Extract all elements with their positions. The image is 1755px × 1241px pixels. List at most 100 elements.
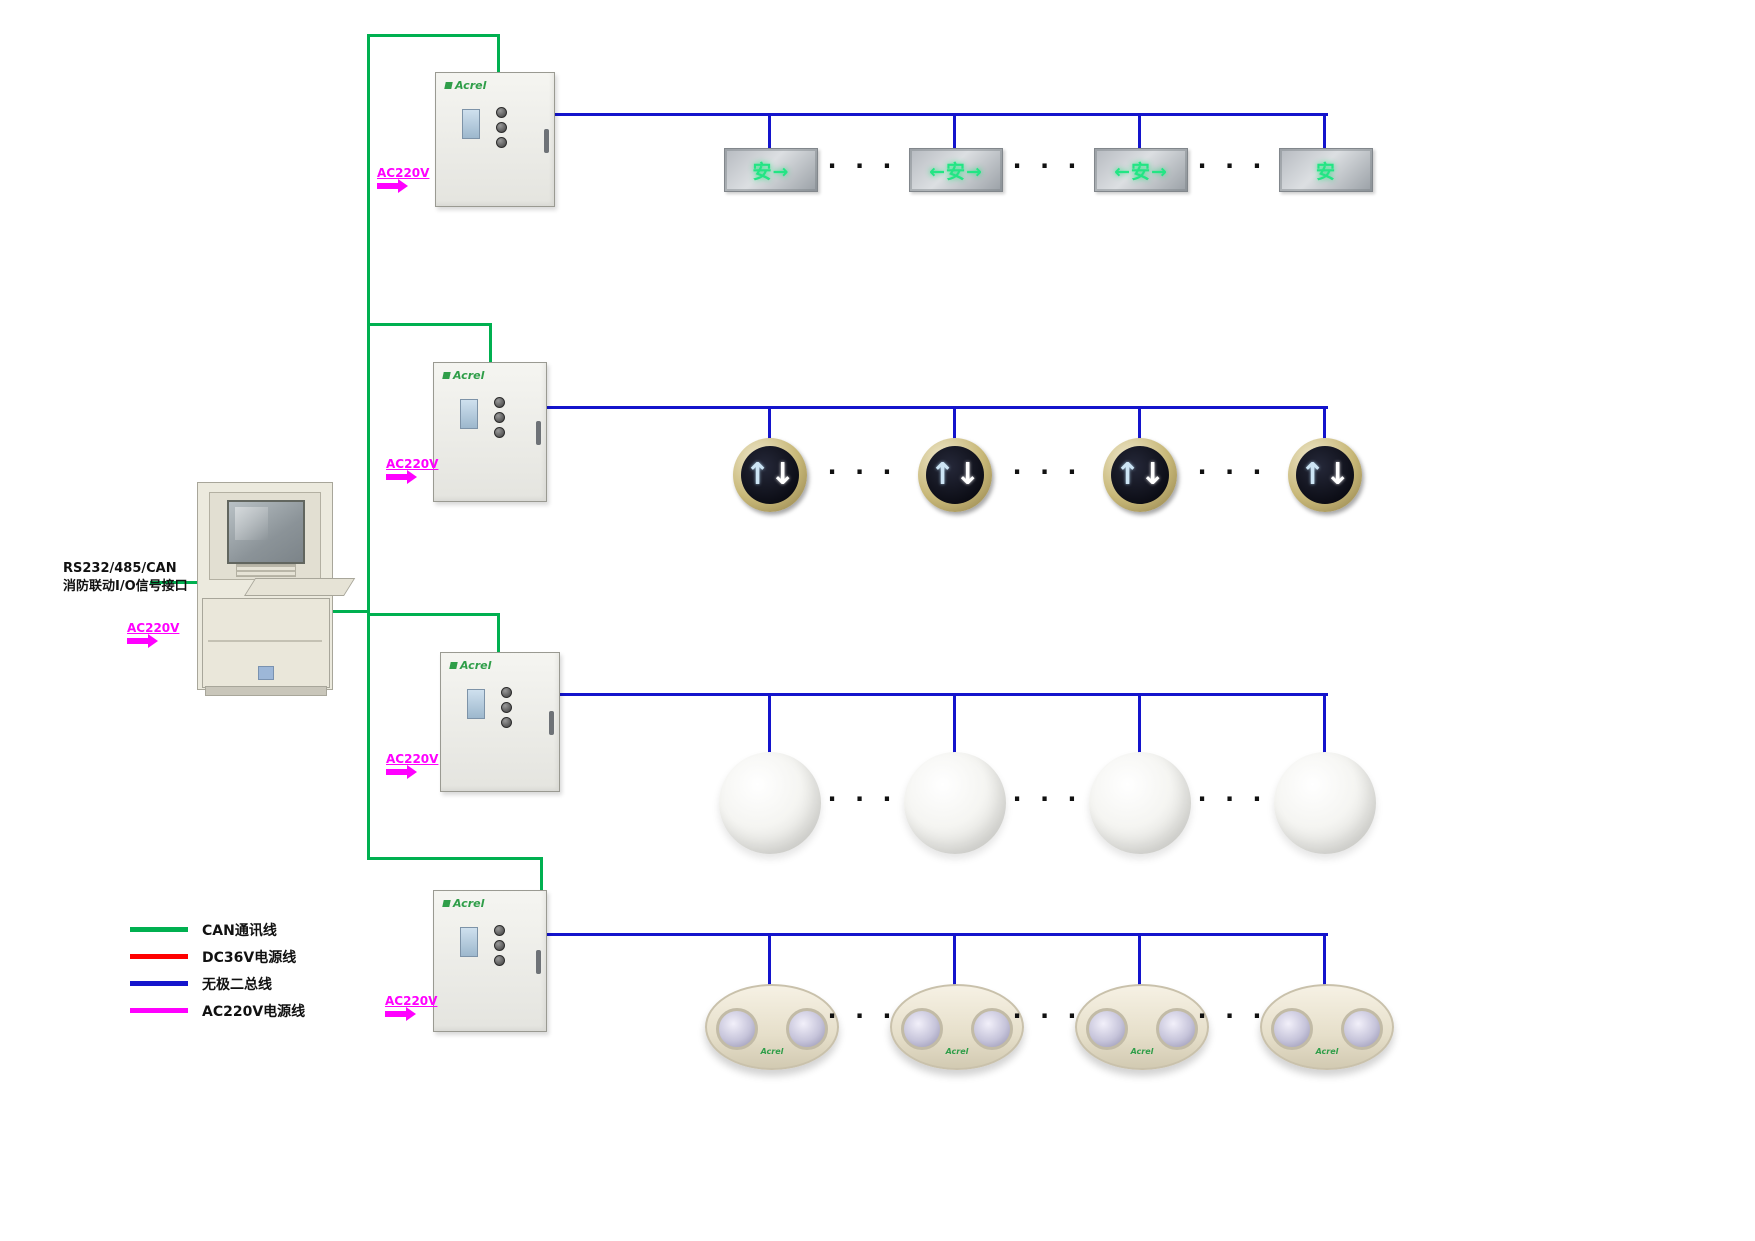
lamp-lens-left — [1271, 1008, 1313, 1050]
legend-swatch-can — [130, 927, 188, 932]
direction-indicator-4: ↑ ↓ — [1288, 438, 1362, 512]
dome-light-3 — [1089, 752, 1191, 854]
bus-line-row-3 — [558, 693, 1328, 696]
down-arrow-icon: ↓ — [1325, 457, 1351, 492]
cabinet-handle — [536, 420, 541, 445]
lamp-lens-right — [786, 1008, 828, 1050]
cabinet3-ac220v-label: AC220V — [386, 752, 439, 779]
up-arrow-icon: ↑ — [929, 457, 955, 492]
dome-light-1 — [719, 752, 821, 854]
cabinet4-ac220v-label: AC220V — [385, 994, 438, 1021]
bus-drop-row1-1 — [768, 113, 771, 150]
ellipsis-row2-2: · · · — [1012, 458, 1082, 486]
console-logo-badge — [258, 666, 274, 680]
cabinet-handle — [536, 949, 541, 974]
legend-label: AC220V电源线 — [202, 1003, 306, 1020]
legend-label: DC36V电源线 — [202, 949, 297, 966]
indicator-face: ↑ ↓ — [926, 446, 984, 504]
io-label-line1: RS232/485/CAN — [63, 561, 177, 576]
ac220v-arrow-icon — [385, 1007, 416, 1021]
ac220v-text: AC220V — [386, 752, 439, 766]
ellipsis-row1-3: · · · — [1197, 152, 1267, 180]
ceiling-light-4: Acrel — [1260, 984, 1394, 1070]
cabinet-knobs — [494, 397, 505, 438]
can-branch-line-4 — [367, 857, 543, 860]
ac220v-text: AC220V — [385, 994, 438, 1008]
exit-sign-glyph: 安→ — [752, 160, 790, 183]
bus-drop-row3-2 — [953, 693, 956, 754]
bus-line-row-4 — [544, 933, 1328, 936]
ellipsis-row4-1: · · · — [827, 1002, 897, 1030]
up-arrow-icon: ↑ — [1114, 457, 1140, 492]
exit-sign-2: ←安→ — [909, 148, 1003, 192]
legend-label: 无极二总线 — [202, 976, 272, 993]
cabinet-brand-label: Acrel — [445, 79, 486, 92]
cabinet-lcd-screen — [462, 109, 480, 139]
lamp-brand-label: Acrel — [945, 1047, 969, 1056]
ac220v-text: AC220V — [377, 166, 430, 180]
ellipsis-row3-3: · · · — [1197, 785, 1267, 813]
cabinet-lcd-screen — [467, 689, 485, 719]
console-screen — [227, 500, 305, 564]
lamp-brand-label: Acrel — [760, 1047, 784, 1056]
up-arrow-icon: ↑ — [744, 457, 770, 492]
legend-swatch-bus — [130, 981, 188, 986]
ellipsis-row1-2: · · · — [1012, 152, 1082, 180]
bus-drop-row3-1 — [768, 693, 771, 754]
ellipsis-row2-3: · · · — [1197, 458, 1267, 486]
direction-indicator-3: ↑ ↓ — [1103, 438, 1177, 512]
console-base — [205, 686, 327, 696]
power-cabinet-3: Acrel — [440, 652, 560, 792]
ac220v-arrow-icon — [386, 470, 417, 484]
bus-drop-row1-3 — [1138, 113, 1141, 150]
lamp-brand-label: Acrel — [1315, 1047, 1339, 1056]
can-drop-line-1 — [497, 34, 500, 74]
exit-sign-glyph: ←安→ — [1114, 160, 1168, 183]
io-label-line2: 消防联动I/O信号接口 — [63, 579, 188, 594]
legend-item-can: CAN通讯线 — [130, 916, 305, 943]
bus-drop-row1-2 — [953, 113, 956, 150]
cabinet-brand-label: Acrel — [443, 369, 484, 382]
ceiling-light-1: Acrel — [705, 984, 839, 1070]
ellipsis-row3-1: · · · — [827, 785, 897, 813]
ellipsis-row2-1: · · · — [827, 458, 897, 486]
bus-line-row-1 — [552, 113, 1328, 116]
legend-label: CAN通讯线 — [202, 922, 277, 939]
exit-sign-glyph: ←安→ — [929, 160, 983, 183]
cabinet2-ac220v-label: AC220V — [386, 458, 438, 484]
cabinet-knobs — [501, 687, 512, 728]
bus-drop-row2-2 — [953, 406, 956, 440]
indicator-face: ↑ ↓ — [741, 446, 799, 504]
can-drop-line-2 — [489, 323, 492, 364]
down-arrow-icon: ↓ — [955, 457, 981, 492]
lamp-lens-left — [901, 1008, 943, 1050]
cabinet-brand-label: Acrel — [443, 897, 484, 910]
cabinet-knobs — [494, 925, 505, 966]
power-cabinet-2: Acrel — [433, 362, 547, 502]
cabinet-lcd-screen — [460, 927, 478, 957]
bus-drop-row2-4 — [1323, 406, 1326, 440]
power-cabinet-1: Acrel — [435, 72, 555, 207]
can-branch-line-3 — [367, 613, 500, 616]
can-drop-line-3 — [497, 613, 500, 654]
bus-drop-row4-4 — [1323, 933, 1326, 987]
lamp-lens-left — [1086, 1008, 1128, 1050]
console-keyboard-tray — [244, 578, 356, 596]
cabinet-handle — [549, 710, 554, 735]
ellipsis-row3-2: · · · — [1012, 785, 1082, 813]
ellipsis-row1-1: · · · — [827, 152, 897, 180]
legend-swatch-ac220v — [130, 1008, 188, 1013]
ceiling-light-2: Acrel — [890, 984, 1024, 1070]
lamp-lens-right — [1156, 1008, 1198, 1050]
bus-drop-row4-1 — [768, 933, 771, 987]
can-branch-line-2 — [367, 323, 492, 326]
direction-indicator-1: ↑ ↓ — [733, 438, 807, 512]
bus-line-row-2 — [544, 406, 1328, 409]
bus-drop-row3-3 — [1138, 693, 1141, 754]
lamp-lens-right — [1341, 1008, 1383, 1050]
can-console-link-line — [320, 610, 367, 613]
up-arrow-icon: ↑ — [1299, 457, 1325, 492]
cabinet-knobs — [496, 107, 507, 148]
can-top-branch-line — [367, 34, 500, 37]
console-door-seam — [208, 640, 322, 642]
